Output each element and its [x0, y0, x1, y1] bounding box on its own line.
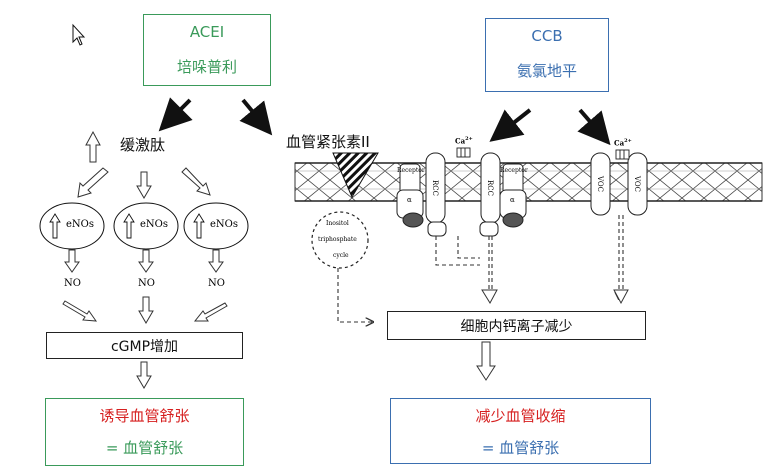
calcium-box: 细胞内钙离子减少: [387, 311, 646, 340]
mouse-cursor-icon: [72, 23, 86, 46]
ccb-title: CCB: [531, 27, 563, 45]
receptor-label: Receptor: [397, 167, 425, 174]
bradykinin-up-arrow: [85, 130, 101, 163]
bradykinin-to-enos-arrows: [77, 167, 211, 199]
calcium-ion-icons: [456, 147, 630, 160]
alpha-label: α: [407, 196, 412, 204]
right-result-line2: = 血管舒张: [481, 439, 560, 457]
cgmp-box: cGMP增加: [46, 332, 243, 359]
cgmp-label: cGMP增加: [110, 338, 179, 355]
rcc-label: RCC: [430, 180, 439, 196]
ccb-to-rcc-arrow: [489, 108, 532, 142]
ccb-drug-name: 氨氯地平: [516, 62, 577, 80]
inositol-to-calcium-path: [337, 268, 372, 322]
voc-label: VOC: [633, 175, 642, 193]
ccb-box: CCB 氨氯地平: [485, 18, 609, 92]
enos-label: eNOs: [210, 219, 238, 230]
no-label: NO: [64, 278, 81, 289]
inositol-label: Inositol: [326, 220, 349, 227]
no-label: NO: [208, 278, 225, 289]
rcc-channel-right: [479, 152, 501, 237]
receptor-right: [499, 163, 527, 228]
bradykinin-label: 缓激肽: [120, 136, 166, 154]
left-result-box: 诱导血管舒张 = 血管舒张: [45, 398, 244, 466]
no-label: NO: [138, 278, 155, 289]
enos-to-no-arrows: [64, 249, 224, 273]
enos-label: eNOs: [140, 219, 168, 230]
no-to-cgmp-arrows: [62, 296, 228, 324]
ca-label: Ca2+: [455, 136, 473, 146]
inositol-label: cycle: [333, 252, 349, 259]
cgmp-to-result-arrow: [136, 361, 152, 389]
inositol-label: triphosphate: [318, 236, 357, 243]
right-result-line1: 减少血管收缩: [475, 407, 566, 425]
calcium-to-result-arrow: [476, 341, 496, 381]
cell-membrane: [294, 162, 763, 202]
receptor-label: Receptor: [500, 167, 528, 174]
enos-up-arrows: [49, 213, 205, 239]
rcc-channel-left: [425, 152, 447, 237]
voc-label: VOC: [596, 175, 605, 193]
acei-drug-name: 培哚普利: [176, 58, 237, 76]
receptor-left: [396, 163, 424, 228]
calcium-flow-arrowheads: [481, 289, 629, 305]
alpha-label: α: [510, 196, 515, 204]
acei-to-bradykinin-arrow: [158, 97, 193, 132]
ca-label: Ca2+: [614, 138, 632, 148]
calcium-label: 细胞内钙离子减少: [460, 318, 573, 335]
acei-title: ACEI: [189, 23, 225, 41]
left-result-line1: 诱导血管舒张: [99, 407, 190, 425]
angiotensin-label: 血管紧张素II: [286, 133, 370, 151]
left-result-line2: = 血管舒张: [105, 439, 184, 457]
ccb-to-voc-arrow: [577, 108, 611, 146]
calcium-flow-paths: [435, 215, 624, 298]
acei-to-angiotensin-arrow: [239, 98, 273, 136]
rcc-label: RCC: [485, 180, 494, 196]
voc-channels: [590, 152, 648, 216]
angiotensin-receptor-shape: [332, 152, 379, 199]
enos-label: eNOs: [66, 219, 94, 230]
acei-box: ACEI 培哚普利: [143, 14, 271, 86]
right-result-box: 减少血管收缩 = 血管舒张: [390, 398, 651, 464]
inositol-cycle-circle: [311, 211, 369, 269]
